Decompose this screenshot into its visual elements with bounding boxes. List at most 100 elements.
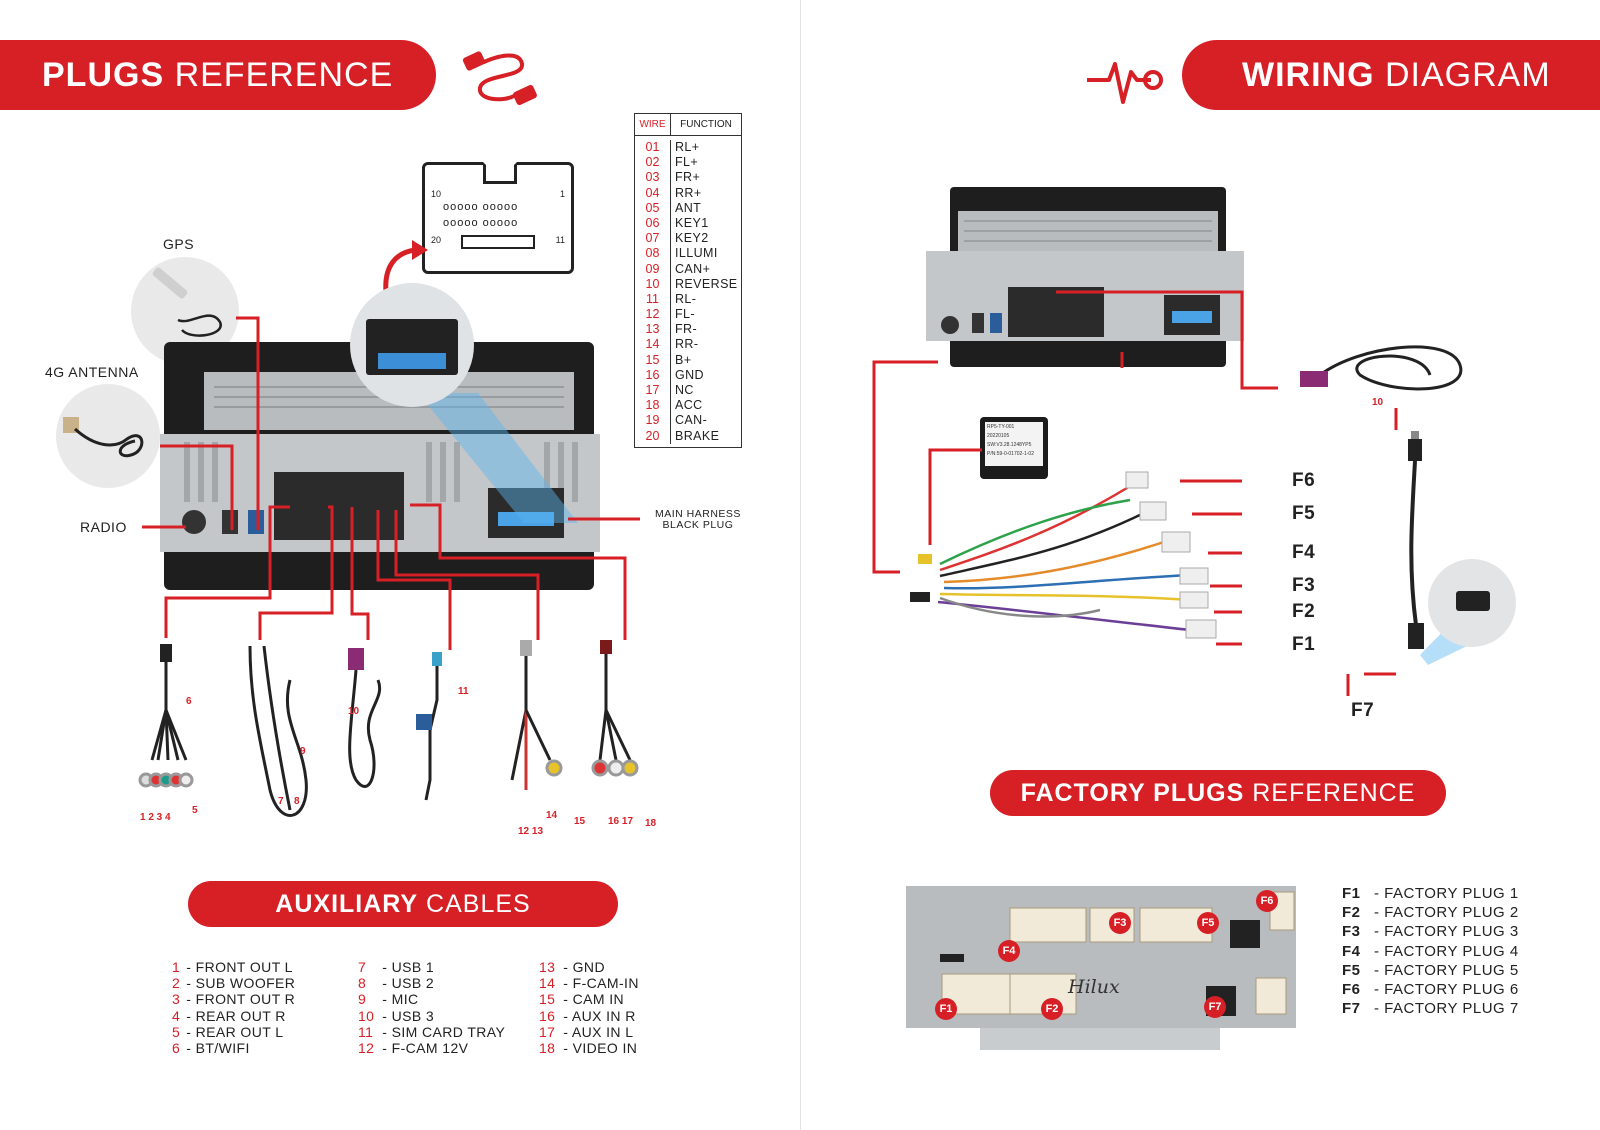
aux-legend-item: 15 - CAM IN <box>539 991 639 1007</box>
wire-function: FL+ <box>675 155 699 170</box>
aux-legend-item: 6 - BT/WIFI <box>172 1040 295 1056</box>
wire-number: 03 <box>635 170 671 186</box>
aux-legend-label: - VIDEO IN <box>559 1039 638 1056</box>
cable-numbers-1-4: 1 2 3 4 <box>140 812 171 823</box>
4g-antenna-label: 4G ANTENNA <box>45 364 139 380</box>
gps-antenna-image <box>131 257 239 365</box>
wiring-diagram-title-bold: WIRING <box>1242 55 1375 94</box>
function-header: FUNCTION <box>680 119 732 130</box>
f3-callout: F3 <box>1292 575 1316 596</box>
aux-legend-label: - REAR OUT L <box>182 1023 284 1040</box>
aux-legend-label: - FRONT OUT L <box>182 959 293 975</box>
wire-number: 12 <box>635 307 671 323</box>
aux-legend-label: - GND <box>559 959 605 975</box>
factory-plug-item: F4- FACTORY PLUG 4 <box>1342 942 1519 961</box>
aux-legend-label: - MIC <box>378 991 419 1008</box>
aux-legend-label: - FRONT OUT R <box>182 991 296 1008</box>
wire-function: RL+ <box>675 140 700 154</box>
aux-legend-number: 2 <box>172 975 181 992</box>
factory-plug-item: F5- FACTORY PLUG 5 <box>1342 961 1519 980</box>
wire-number: 10 <box>635 276 671 292</box>
cable-number-14: 14 <box>546 810 558 821</box>
aux-legend-number: 5 <box>172 1023 181 1040</box>
wire-number: 17 <box>635 383 671 399</box>
wire-table-row: 11 RL- <box>635 291 741 308</box>
main-harness-label: MAIN HARNESS BLACK PLUG <box>655 509 741 531</box>
factory-plug-label: - FACTORY PLUG 7 <box>1374 1000 1519 1018</box>
can-box-line3: SW:V3.28.1248YP5 <box>987 442 1032 448</box>
wire-number: 09 <box>635 261 671 277</box>
aux-legend-item: 10 - USB 3 <box>358 1008 505 1024</box>
page-divider <box>800 0 801 1130</box>
wire-function: GND <box>675 367 704 382</box>
badge-f7: F7 <box>1204 996 1226 1018</box>
aux-legend-number: 6 <box>172 1039 181 1056</box>
main-harness-line2: BLACK PLUG <box>662 519 734 531</box>
pin-label-20: 20 <box>431 235 442 245</box>
head-unit-rear-right <box>926 187 1244 367</box>
pinout-arrow <box>383 240 428 293</box>
aux-legend-number: 9 <box>358 991 367 1008</box>
wire-function: KEY2 <box>675 231 709 246</box>
aux-legend-label: - SUB WOOFER <box>182 975 296 992</box>
auxiliary-cables-banner: AUXILIARY CABLES <box>188 881 618 927</box>
factory-plug-key: F6 <box>1342 980 1361 998</box>
wire-number: 11 <box>635 291 671 308</box>
wire-function: RL- <box>675 291 697 306</box>
aux-legend-number: 4 <box>172 1007 181 1024</box>
factory-plug-label: - FACTORY PLUG 3 <box>1374 923 1519 941</box>
factory-plugs-banner: FACTORY PLUGS REFERENCE <box>990 770 1446 816</box>
cable-number-15: 15 <box>574 816 586 827</box>
can-box-module: RP5-TY-001 20220105 SW:V3.28.1248YP5 P/N… <box>980 417 1048 479</box>
aux-legend-label: - REAR OUT R <box>182 1007 286 1024</box>
f2-callout: F2 <box>1292 601 1316 622</box>
wire-function: ACC <box>675 398 703 413</box>
aux-legend-number: 8 <box>358 975 367 992</box>
right-leader-lines <box>872 290 1398 696</box>
factory-plug-label: - FACTORY PLUG 5 <box>1374 961 1519 979</box>
wire-table-row: 09 CAN+ <box>635 261 741 277</box>
aux-legend-number: 13 <box>539 959 556 975</box>
aux-legend-item: 7 - USB 1 <box>358 959 505 975</box>
plugs-reference-banner: PLUGS REFERENCE <box>0 40 436 110</box>
aux-legend-item: 13 - GND <box>539 959 639 975</box>
aux-legend-label: - USB 2 <box>378 975 435 992</box>
factory-title-rest: REFERENCE <box>1244 778 1416 807</box>
aux-legend-number: 3 <box>172 991 181 1008</box>
pin-row-1: ooooo ooooo <box>443 201 519 213</box>
aux-legend-item: 16 - AUX IN R <box>539 1008 639 1024</box>
f6-callout: F6 <box>1292 470 1316 491</box>
cable-number-18: 18 <box>645 818 657 829</box>
factory-plug-item: F6 - FACTORY PLUG 6 <box>1342 980 1519 999</box>
cable-number-10: 10 <box>348 706 360 717</box>
factory-plug-item: F7- FACTORY PLUG 7 <box>1342 999 1519 1018</box>
aux-legend-number: 14 <box>539 975 556 992</box>
harness-number-10: 10 <box>1372 397 1384 408</box>
connector-pinout-box: 10 1 ooooo ooooo ooooo ooooo 20 11 <box>422 162 574 274</box>
wire-function: CAN+ <box>675 261 711 276</box>
heartbeat-icon <box>1087 62 1163 104</box>
factory-plug-label: - FACTORY PLUG 6 <box>1374 980 1519 998</box>
factory-plug-key: F2 <box>1342 904 1361 922</box>
wire-function: ANT <box>675 200 702 215</box>
badge-f5: F5 <box>1197 912 1219 934</box>
gps-label: GPS <box>163 236 195 252</box>
usb-extension-image <box>1300 345 1516 665</box>
cable-number-5: 5 <box>192 805 198 816</box>
factory-plug-label: - FACTORY PLUG 2 <box>1374 904 1519 922</box>
can-box-line4: P/N:59-0-01702-1-02 <box>987 451 1034 457</box>
can-box-line2: 20220105 <box>987 433 1010 439</box>
aux-legend-label: - USB 1 <box>378 959 435 975</box>
aux-legend-number: 15 <box>539 991 556 1008</box>
wire-number: 15 <box>635 352 671 368</box>
wire-number: 04 <box>635 185 671 201</box>
wire-function: RR- <box>675 337 699 352</box>
